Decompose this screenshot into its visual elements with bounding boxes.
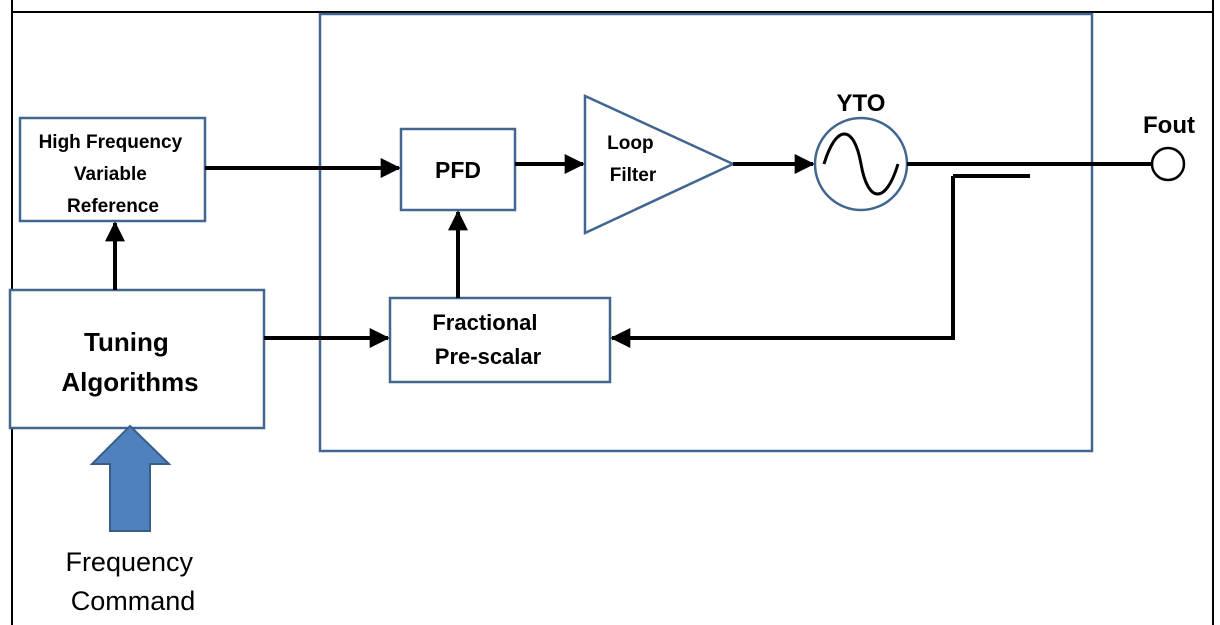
hf-reference-block [18, 116, 207, 223]
loop-filter-block [583, 94, 736, 235]
fractional-prescalar-label: Fractional Pre-scalar [432, 310, 543, 369]
frequency-command-label: Frequency Command [65, 547, 200, 616]
sine-wave-icon [822, 132, 900, 196]
fout-label: Fout [1143, 112, 1195, 139]
up-block-arrow-icon [89, 424, 172, 532]
wire-feedback-to-prescalar [610, 176, 955, 348]
pll-enclosure-box [318, 12, 1094, 453]
circle-terminal-icon [1150, 146, 1186, 182]
hf-reference-label: High Frequency Variable Reference [39, 132, 188, 217]
tuning-algorithms-label: Tuning Algorithms [61, 327, 198, 397]
yto-label: YTO [837, 90, 886, 117]
loop-filter-label: Loop Filter [607, 133, 659, 186]
pfd-block [399, 127, 517, 212]
pfd-label: PFD [435, 157, 481, 183]
fractional-prescalar-block [388, 296, 612, 384]
tuning-algorithms-block [8, 288, 266, 430]
